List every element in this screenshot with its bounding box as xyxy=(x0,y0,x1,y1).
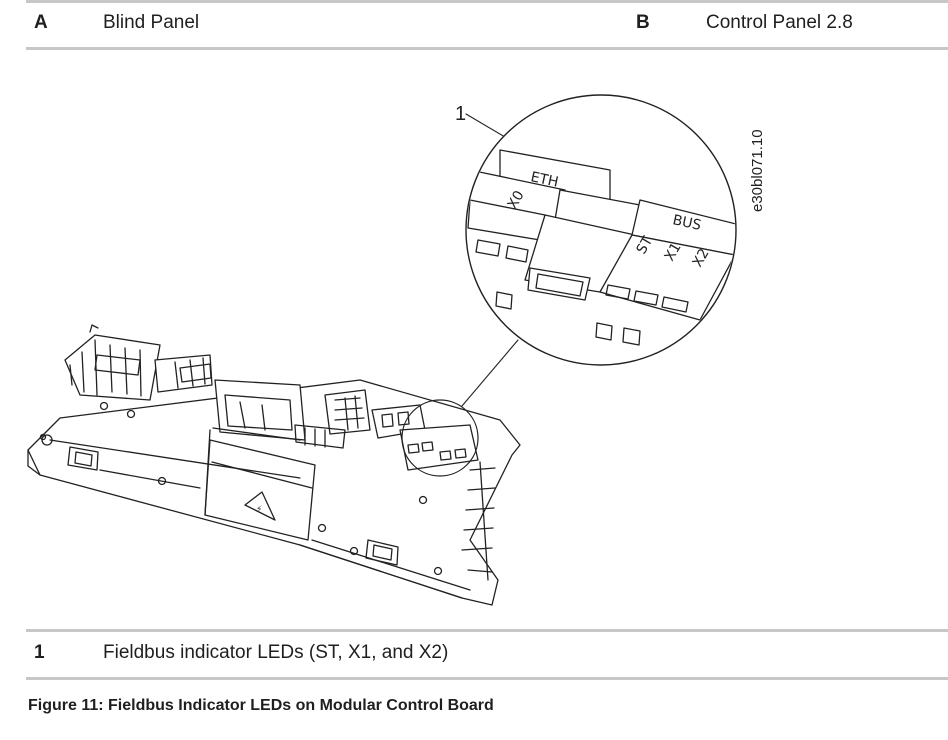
control-board-drawing: ⚡ xyxy=(27,94,766,606)
top-table-top-rule xyxy=(26,0,948,3)
legend-table-bottom-rule xyxy=(26,677,948,680)
top-table-bottom-rule xyxy=(26,47,948,50)
control-board: ⚡ xyxy=(27,324,521,606)
col-a-key: A xyxy=(34,12,48,33)
figure-caption: Figure 11: Fieldbus Indicator LEDs on Mo… xyxy=(28,697,494,714)
bus-label: BUS xyxy=(671,212,703,234)
svg-text:⚡: ⚡ xyxy=(256,505,262,515)
legend-table-top-rule xyxy=(26,629,948,632)
st-label: ST xyxy=(634,234,657,257)
col-b-value: Control Panel 2.8 xyxy=(706,12,853,33)
eth-label: ETH xyxy=(529,169,560,190)
col-b-key: B xyxy=(636,12,650,33)
legend-key: 1 xyxy=(34,642,45,663)
control-board-figure: ⚡ xyxy=(0,50,948,628)
legend-description: Fieldbus indicator LEDs (ST, X1, and X2) xyxy=(103,642,449,663)
callout-number: 1 xyxy=(455,103,466,125)
drawing-id: e30bl071.10 xyxy=(749,129,766,212)
col-a-value: Blind Panel xyxy=(103,12,200,33)
led-detail: ETH X0 BUS ST X1 X2 xyxy=(467,149,735,346)
